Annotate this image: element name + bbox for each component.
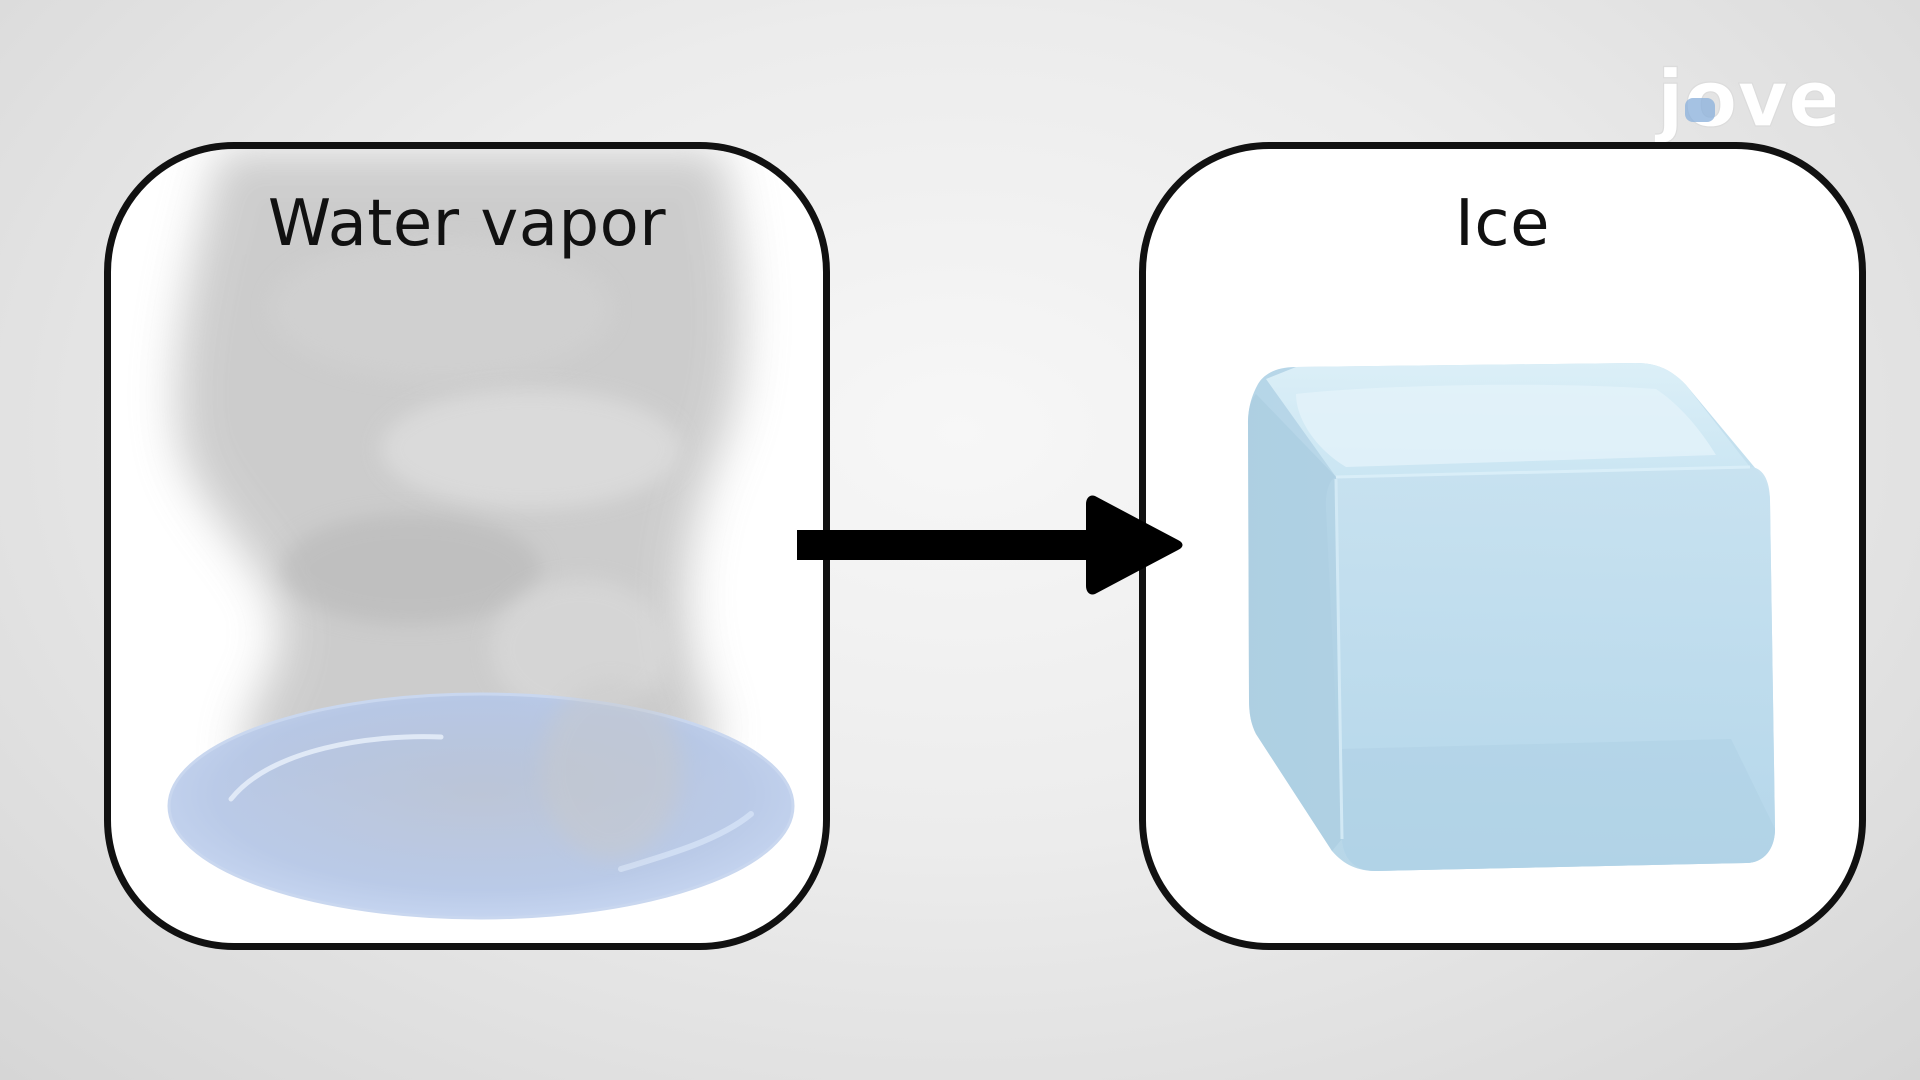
right-arrow-icon: [797, 495, 1183, 595]
water-vapor-panel: Water vapor: [104, 142, 830, 950]
ice-panel: Ice: [1139, 142, 1866, 950]
ice-title: Ice: [1455, 187, 1550, 261]
steam-illustration: [167, 149, 795, 920]
jove-logo: jove: [1655, 58, 1835, 142]
water-vapor-title: Water vapor: [267, 187, 667, 261]
ice-cube-illustration: [1248, 363, 1775, 871]
svg-text:jove: jove: [1655, 58, 1835, 142]
